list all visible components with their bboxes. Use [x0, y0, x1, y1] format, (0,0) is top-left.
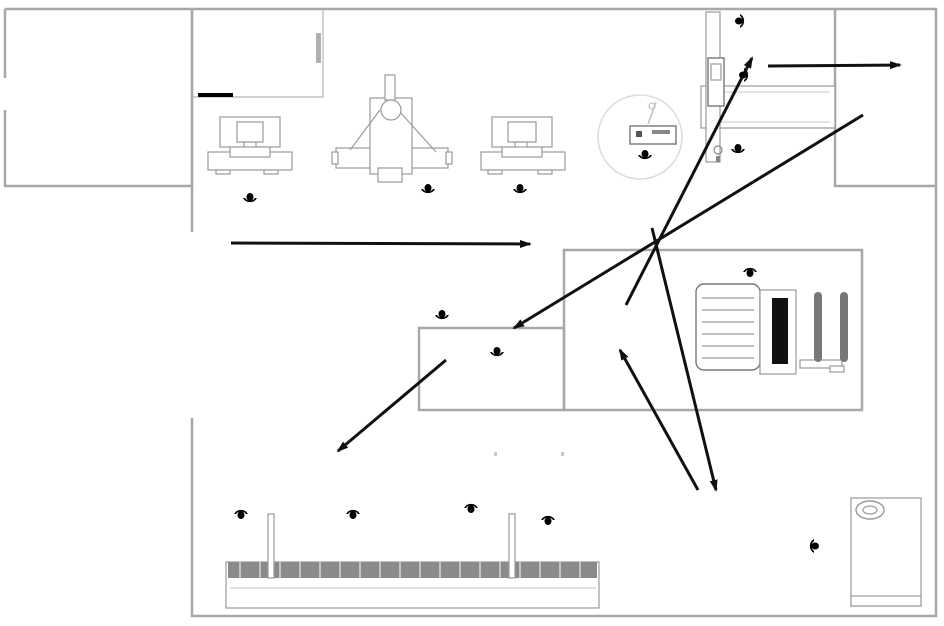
flow-arrow-2	[767, 61, 902, 70]
operator-icon	[421, 184, 435, 194]
robot-arm-station	[331, 74, 453, 183]
drum-machine-unit	[695, 283, 845, 375]
side-bay-top-right	[835, 7, 938, 186]
floor-conveyor-line	[225, 513, 600, 609]
storage-door-marker	[316, 33, 321, 63]
floor-mark	[561, 452, 564, 456]
dark-wall-segment	[198, 93, 233, 97]
operators	[234, 14, 819, 553]
operator-icon	[735, 14, 745, 28]
annex-room-left	[3, 7, 194, 188]
operator-icon	[464, 503, 478, 513]
operator-icon	[809, 539, 819, 553]
flow-arrow-3	[624, 56, 754, 306]
vertical-rack-pair	[814, 292, 848, 362]
flow-arrow-5	[650, 227, 718, 492]
material-flow-arrows	[230, 56, 902, 492]
rotary-table-station	[597, 94, 683, 180]
storage-room-top-left	[192, 9, 324, 98]
operator-icon	[731, 144, 745, 154]
operator-icon	[435, 310, 449, 320]
cell-center-left	[417, 326, 566, 412]
upper-conveyor-unit	[700, 11, 836, 163]
floor-mark	[494, 452, 497, 456]
operator-icon	[743, 267, 757, 277]
cabinet-unit	[850, 497, 922, 607]
flow-arrow-1	[230, 239, 532, 248]
operator-icon	[243, 193, 257, 203]
flow-arrow-6	[618, 348, 700, 491]
operator-icon	[739, 68, 749, 82]
walls	[3, 7, 938, 618]
operator-icon	[638, 150, 652, 160]
press-station-2	[480, 116, 566, 175]
operator-icon	[234, 509, 248, 519]
flow-arrow-4	[512, 113, 864, 330]
operator-icon	[346, 509, 360, 519]
press-station-1	[207, 116, 293, 175]
operator-icon	[490, 347, 504, 357]
flow-arrow-7	[336, 358, 447, 453]
operator-icon	[541, 515, 555, 525]
operator-icon	[513, 184, 527, 194]
